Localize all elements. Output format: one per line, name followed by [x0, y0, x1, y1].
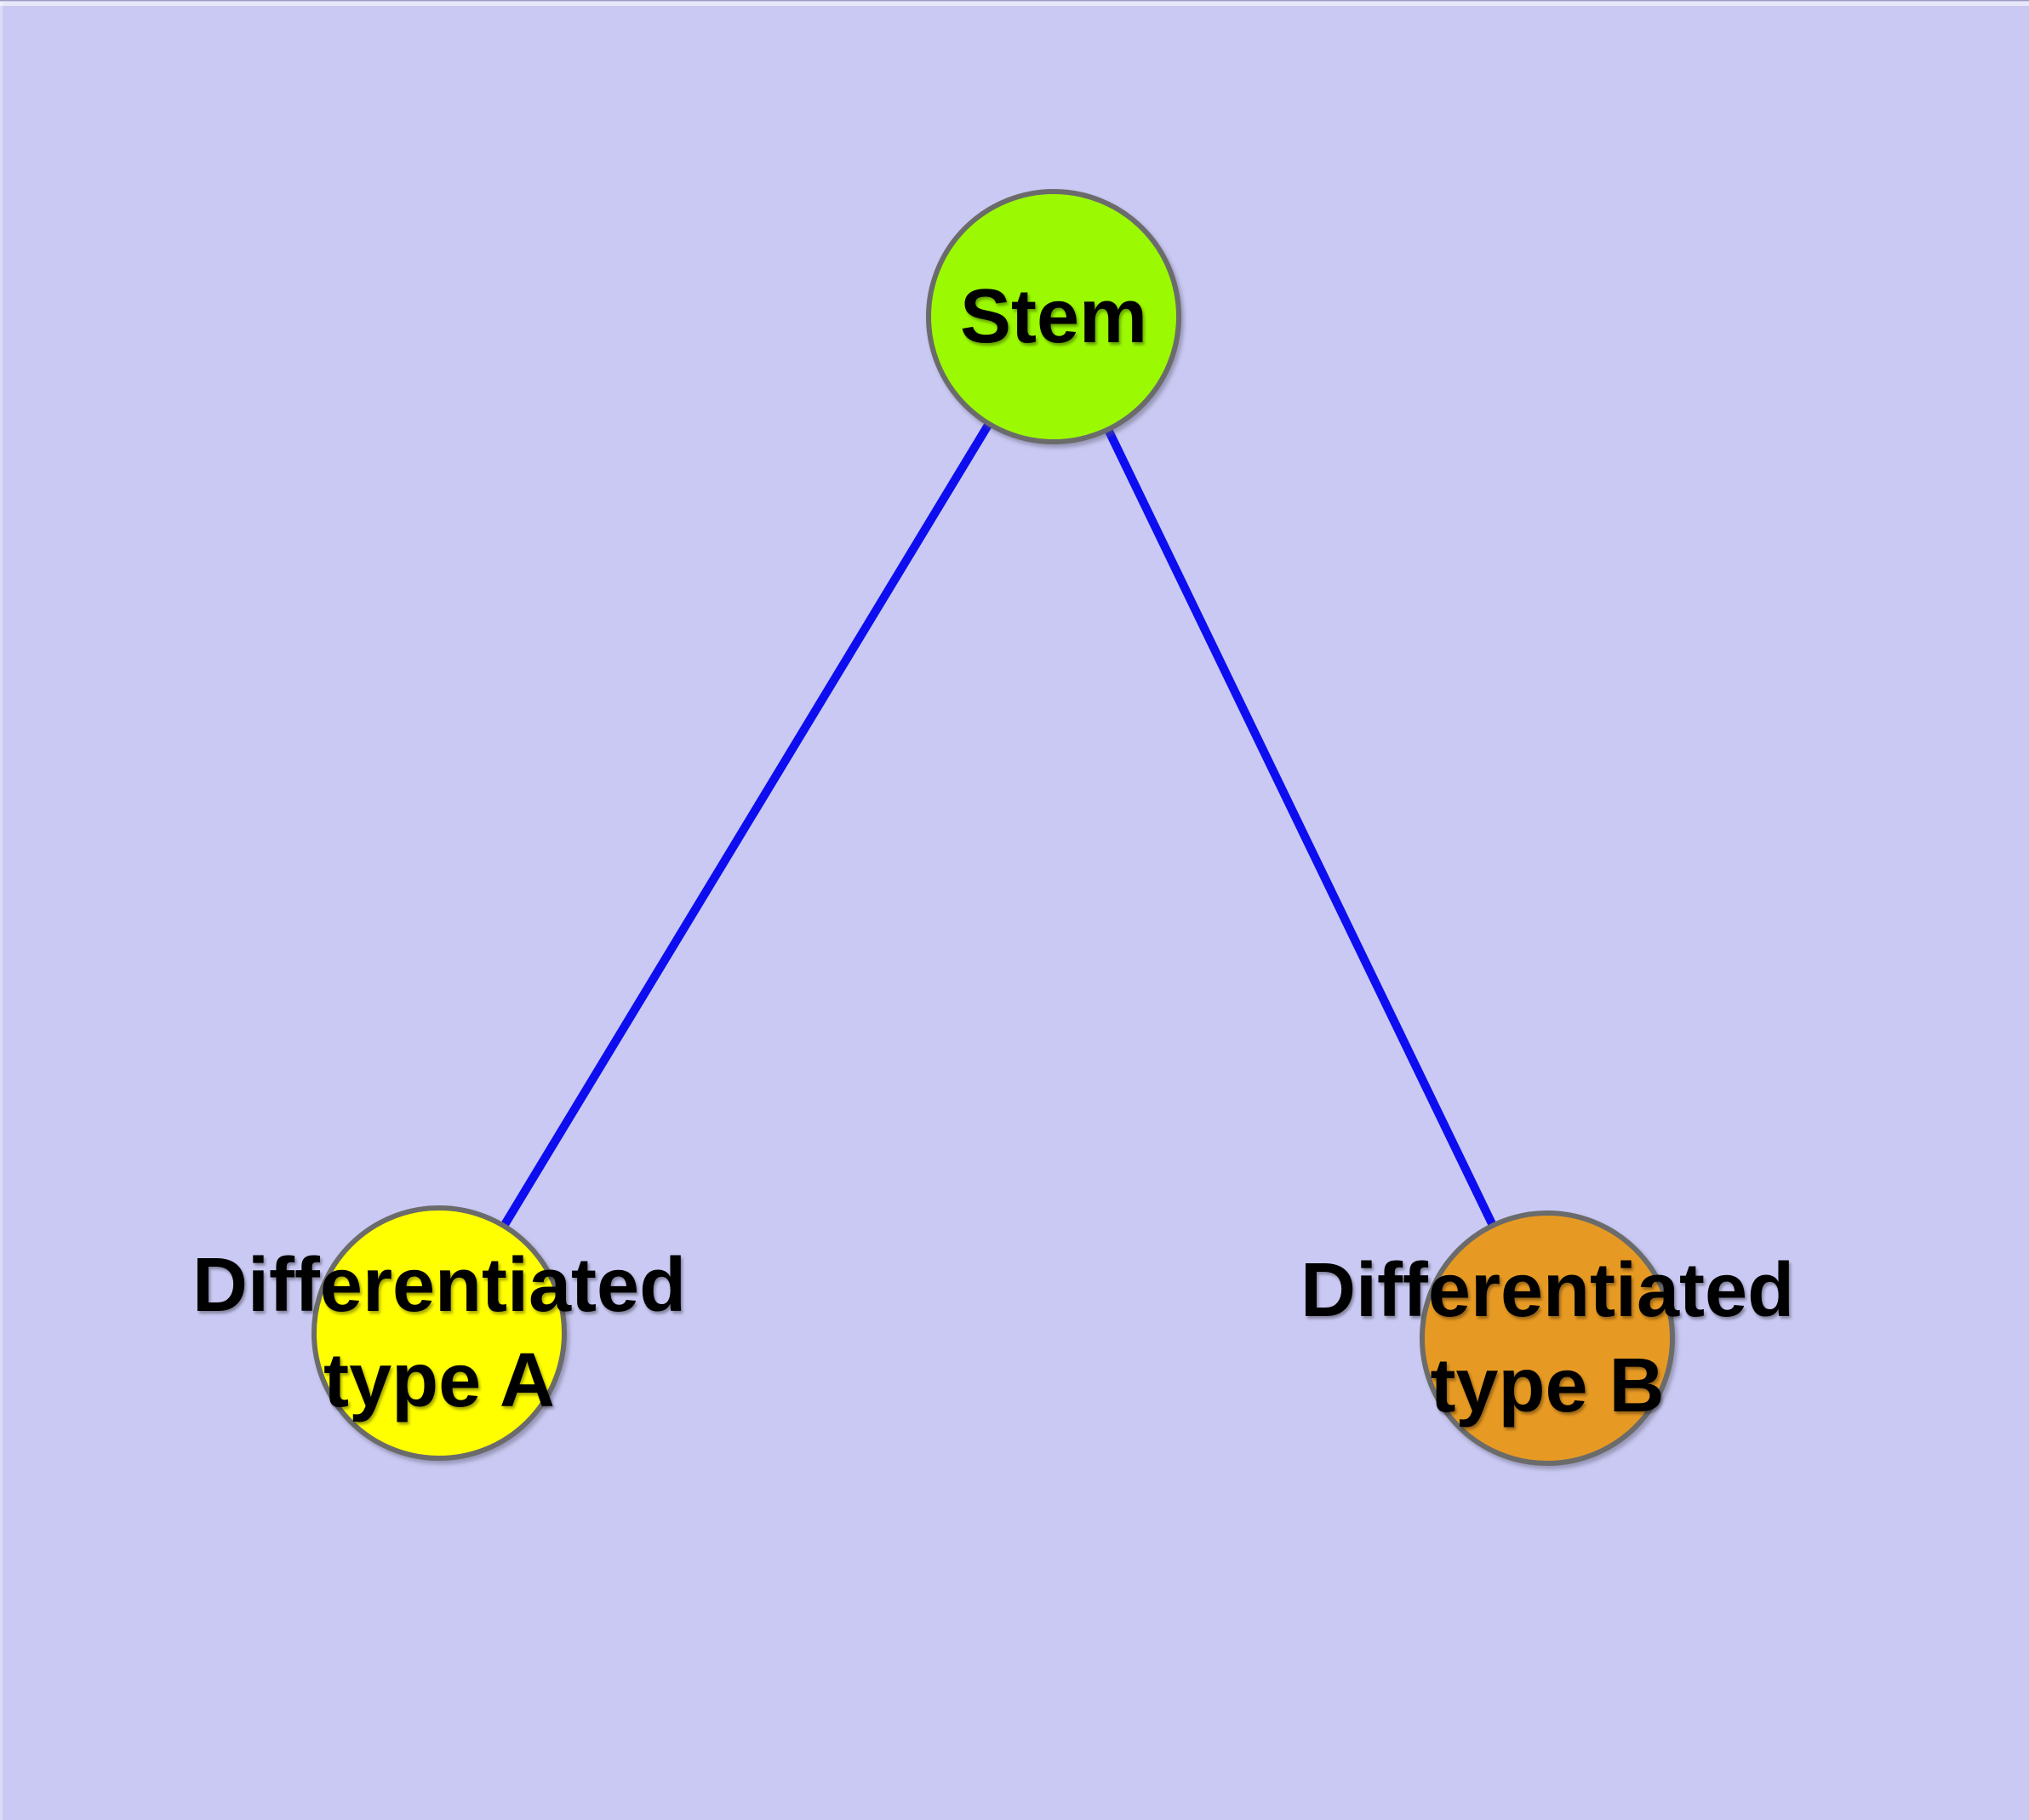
node-differentiated-type-b-label: Differentiated type B	[1300, 1248, 1795, 1428]
node-differentiated-type-a-label: Differentiated type A	[191, 1243, 687, 1423]
edge-stem-to-type-b	[1049, 314, 1552, 1341]
node-differentiated-type-a: Differentiated type A	[192, 1205, 686, 1461]
node-stem: Stem	[926, 189, 1181, 444]
node-stem-label: Stem	[959, 274, 1148, 359]
edge-stem-to-type-a	[435, 314, 1058, 1336]
node-differentiated-type-b: Differentiated type B	[1300, 1210, 1794, 1466]
